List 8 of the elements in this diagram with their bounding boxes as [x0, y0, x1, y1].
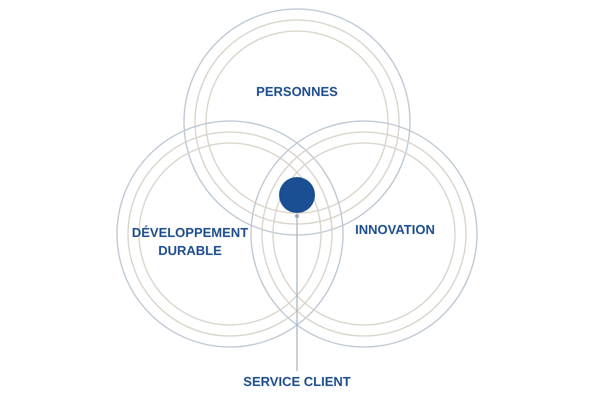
circle-label: DÉVELOPPEMENT DURABLE [130, 224, 250, 260]
circle-label: INNOVATION [354, 221, 436, 239]
leader-line [295, 214, 299, 371]
callout-label: SERVICE CLIENT [243, 374, 351, 390]
circle-label: PERSONNES [255, 83, 339, 101]
ring-circle [249, 119, 479, 349]
center-dot [279, 177, 315, 213]
ring-circle [115, 119, 345, 349]
